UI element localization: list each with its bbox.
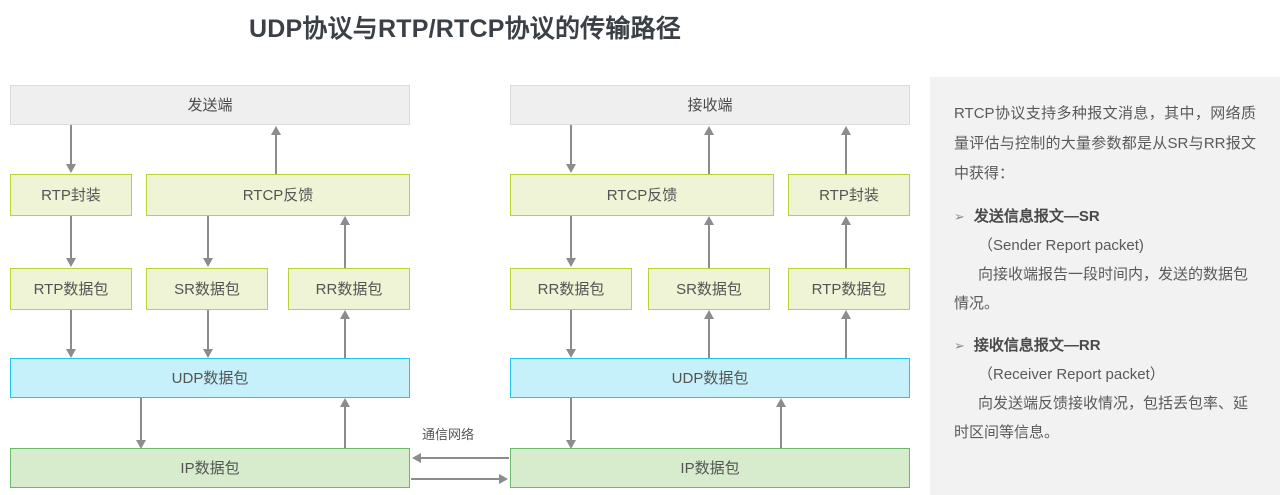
receiver-endpoint-box: 接收端	[510, 85, 910, 125]
arrow-rtp-encap-to-rtp-packet-head	[65, 258, 76, 267]
receiver-sr-packet-label: SR数据包	[676, 280, 742, 298]
network-link-label: 通信网络	[422, 427, 475, 442]
receiver-rr-packet-label: RR数据包	[537, 280, 605, 298]
sender-rtcp-feedback-box: RTCP反馈	[146, 174, 410, 216]
arrow-receiver-ip-to-udp-head	[775, 398, 786, 407]
info-panel-item-rr-heading: ➢ 接收信息报文—RR	[954, 332, 1256, 360]
arrow-rtcp-feedback-to-sender-head	[270, 126, 281, 135]
sender-rr-packet-box: RR数据包	[288, 268, 410, 310]
sender-endpoint-box: 发送端	[10, 85, 410, 125]
info-panel-intro: RTCP协议支持多种报文消息，其中，网络质量评估与控制的大量参数都是从SR与RR…	[954, 105, 1256, 182]
arrow-rtcp-feedback-to-receiver-head	[703, 126, 714, 135]
arrow-rtp-packet-to-udp-head	[65, 349, 76, 358]
arrow-receiver-sr-packet-to-rtcp-head	[703, 216, 714, 225]
receiver-udp-label: UDP数据包	[671, 369, 749, 387]
info-panel-item-rr-english: （Receiver Report packet）	[978, 366, 1165, 383]
arrow-sr-packet-to-udp-head	[202, 349, 213, 358]
arrow-receiver-rr-packet-to-udp	[570, 310, 572, 352]
arrow-rtcp-feedback-to-sr-packet-head	[202, 258, 213, 267]
arrow-receiver-to-rtcp-feedback	[570, 125, 572, 167]
info-panel-item-sr-body: 向接收端报告一段时间内，发送的数据包情况。	[954, 266, 1249, 312]
info-panel: RTCP协议支持多种报文消息，其中，网络质量评估与控制的大量参数都是从SR与RR…	[930, 77, 1280, 495]
sender-rtp-packet-box: RTP数据包	[10, 268, 132, 310]
arrow-receiver-sr-packet-to-rtcp	[708, 224, 710, 268]
sender-sr-packet-box: SR数据包	[146, 268, 268, 310]
arrow-network-to-sender	[421, 457, 509, 459]
arrow-network-to-receiver-head	[499, 473, 508, 484]
arrow-rr-packet-to-rtcp-feedback-head	[339, 216, 350, 225]
arrow-udp-to-ip-head	[135, 440, 146, 449]
arrow-rtp-packet-to-udp	[70, 310, 72, 352]
sender-udp-box: UDP数据包	[10, 358, 410, 398]
info-panel-item-rr-title: 接收信息报文—RR	[973, 337, 1101, 354]
arrow-receiver-to-rtcp-feedback-head	[565, 164, 576, 173]
info-panel-item-rr-body: 向发送端反馈接收情况，包括丢包率、延时区间等信息。	[954, 395, 1249, 441]
arrow-receiver-rtp-packet-to-rtp-encap	[845, 224, 847, 268]
info-panel-item-rr: ➢ 接收信息报文—RR （Receiver Report packet） 向发送…	[954, 332, 1256, 447]
arrow-ip-to-udp	[344, 406, 346, 448]
arrow-sr-packet-to-udp	[207, 310, 209, 352]
sender-endpoint-label: 发送端	[187, 96, 233, 114]
arrow-receiver-udp-to-sr-packet-head	[703, 310, 714, 319]
receiver-rtp-packet-box: RTP数据包	[788, 268, 910, 310]
arrow-receiver-udp-to-rtp-packet	[845, 318, 847, 358]
arrow-sender-to-rtp-encap-head	[65, 164, 76, 173]
sender-ip-label: IP数据包	[180, 459, 240, 477]
arrow-rtcp-feedback-to-sender	[275, 134, 277, 174]
sender-rtp-encap-box: RTP封装	[10, 174, 132, 216]
info-panel-item-sr-english: （Sender Report packet)	[978, 237, 1144, 254]
arrow-receiver-udp-to-rtp-packet-head	[840, 310, 851, 319]
arrow-rtp-encap-to-receiver-head	[840, 126, 851, 135]
receiver-udp-box: UDP数据包	[510, 358, 910, 398]
arrow-rtcp-feedback-to-receiver	[708, 134, 710, 174]
arrow-rtcp-feedback-to-sr-packet	[207, 216, 209, 261]
arrow-receiver-ip-to-udp	[780, 406, 782, 448]
receiver-rtcp-feedback-label: RTCP反馈	[606, 186, 678, 204]
receiver-ip-label: IP数据包	[680, 459, 740, 477]
arrow-receiver-rtcp-to-rr-packet	[570, 216, 572, 261]
receiver-rtp-encap-box: RTP封装	[788, 174, 910, 216]
info-panel-item-sr-title: 发送信息报文—SR	[973, 208, 1100, 225]
arrow-network-to-receiver	[411, 478, 499, 480]
arrow-rtp-encap-to-rtp-packet	[70, 216, 72, 261]
sender-sr-packet-label: SR数据包	[174, 280, 240, 298]
info-panel-item-sr: ➢ 发送信息报文—SR （Sender Report packet) 向接收端报…	[954, 203, 1256, 318]
arrow-udp-to-rr-packet-head	[339, 310, 350, 319]
receiver-rtcp-feedback-box: RTCP反馈	[510, 174, 774, 216]
info-panel-item-sr-heading: ➢ 发送信息报文—SR	[954, 203, 1256, 231]
arrow-receiver-rtcp-to-rr-packet-head	[565, 258, 576, 267]
receiver-sr-packet-box: SR数据包	[648, 268, 770, 310]
bullet-arrow-icon: ➢	[954, 338, 965, 353]
sender-rtp-packet-label: RTP数据包	[33, 280, 109, 298]
arrow-udp-to-ip	[140, 398, 142, 442]
arrow-receiver-rr-packet-to-udp-head	[565, 349, 576, 358]
arrow-rr-packet-to-rtcp-feedback	[344, 224, 346, 268]
sender-rr-packet-label: RR数据包	[315, 280, 383, 298]
arrow-rtp-encap-to-receiver	[845, 134, 847, 174]
arrow-receiver-udp-to-ip-head	[565, 440, 576, 449]
receiver-rtp-encap-label: RTP封装	[819, 186, 879, 204]
arrow-receiver-rtp-packet-to-rtp-encap-head	[840, 216, 851, 225]
sender-rtcp-feedback-label: RTCP反馈	[242, 186, 314, 204]
sender-rtp-encap-label: RTP封装	[41, 186, 101, 204]
receiver-ip-box: IP数据包	[510, 448, 910, 488]
sender-udp-label: UDP数据包	[171, 369, 249, 387]
arrow-receiver-udp-to-ip	[570, 398, 572, 442]
page-title: UDP协议与RTP/RTCP协议的传输路径	[249, 15, 681, 43]
sender-ip-box: IP数据包	[10, 448, 410, 488]
arrow-network-to-sender-head	[412, 452, 421, 463]
arrow-sender-to-rtp-encap	[70, 125, 72, 167]
receiver-rr-packet-box: RR数据包	[510, 268, 632, 310]
receiver-rtp-packet-label: RTP数据包	[811, 280, 887, 298]
bullet-arrow-icon: ➢	[954, 209, 965, 224]
receiver-endpoint-label: 接收端	[687, 96, 733, 114]
arrow-ip-to-udp-head	[339, 398, 350, 407]
arrow-udp-to-rr-packet	[344, 318, 346, 358]
arrow-receiver-udp-to-sr-packet	[708, 318, 710, 358]
